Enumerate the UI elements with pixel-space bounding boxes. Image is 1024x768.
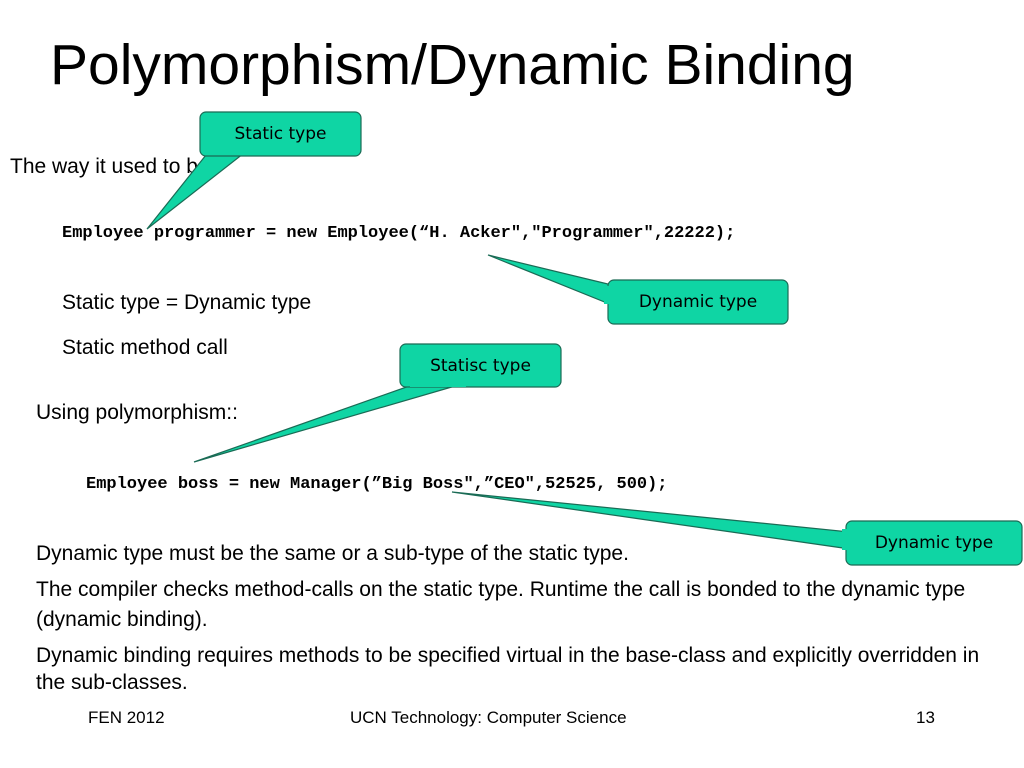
footer-left: FEN 2012	[88, 708, 165, 727]
static-equals-dynamic-text: Static type = Dynamic type	[62, 291, 312, 314]
rule-virtual-text: Dynamic binding requires methods to be s…	[36, 644, 980, 694]
callout-box	[399, 343, 562, 388]
using-polymorphism-text: Using polymorphism::	[36, 401, 238, 424]
callout-pointer	[487, 254, 613, 306]
intro-text: The way it used to be:	[10, 155, 216, 178]
callout-pointer	[451, 491, 851, 550]
footer-center: UCN Technology: Computer Science	[350, 708, 627, 727]
rule-compiler-text: The compiler checks method-calls on the …	[36, 578, 966, 631]
callout-seam	[604, 286, 614, 304]
code-line-static: Employee programmer = new Employee(“H. A…	[62, 224, 736, 243]
callout-static-type-1	[146, 111, 362, 230]
callout-seam	[842, 529, 852, 550]
callout-static-type-2-label: Statisc type	[430, 356, 531, 376]
callout-dynamic-type-2	[451, 491, 1023, 566]
callout-dynamic-type-1	[487, 254, 789, 325]
static-method-call-text: Static method call	[62, 336, 228, 359]
callout-dynamic-type-2-label: Dynamic type	[874, 533, 994, 553]
callout-seam	[410, 380, 466, 387]
slide-title: Polymorphism/Dynamic Binding	[50, 33, 855, 97]
callout-seam	[206, 148, 254, 155]
callout-box	[199, 111, 362, 157]
callout-static-type-2	[193, 343, 562, 463]
callout-pointer	[193, 383, 463, 463]
callout-pointer	[146, 149, 250, 230]
callout-static-type-1-label: Static type	[234, 124, 327, 144]
footer-page-number: 13	[916, 708, 935, 727]
rule-subtype-text: Dynamic type must be the same or a sub-t…	[36, 542, 629, 565]
callout-dynamic-type-1-label: Dynamic type	[638, 292, 758, 312]
code-line-dynamic: Employee boss = new Manager(”Big Boss",”…	[86, 475, 668, 494]
